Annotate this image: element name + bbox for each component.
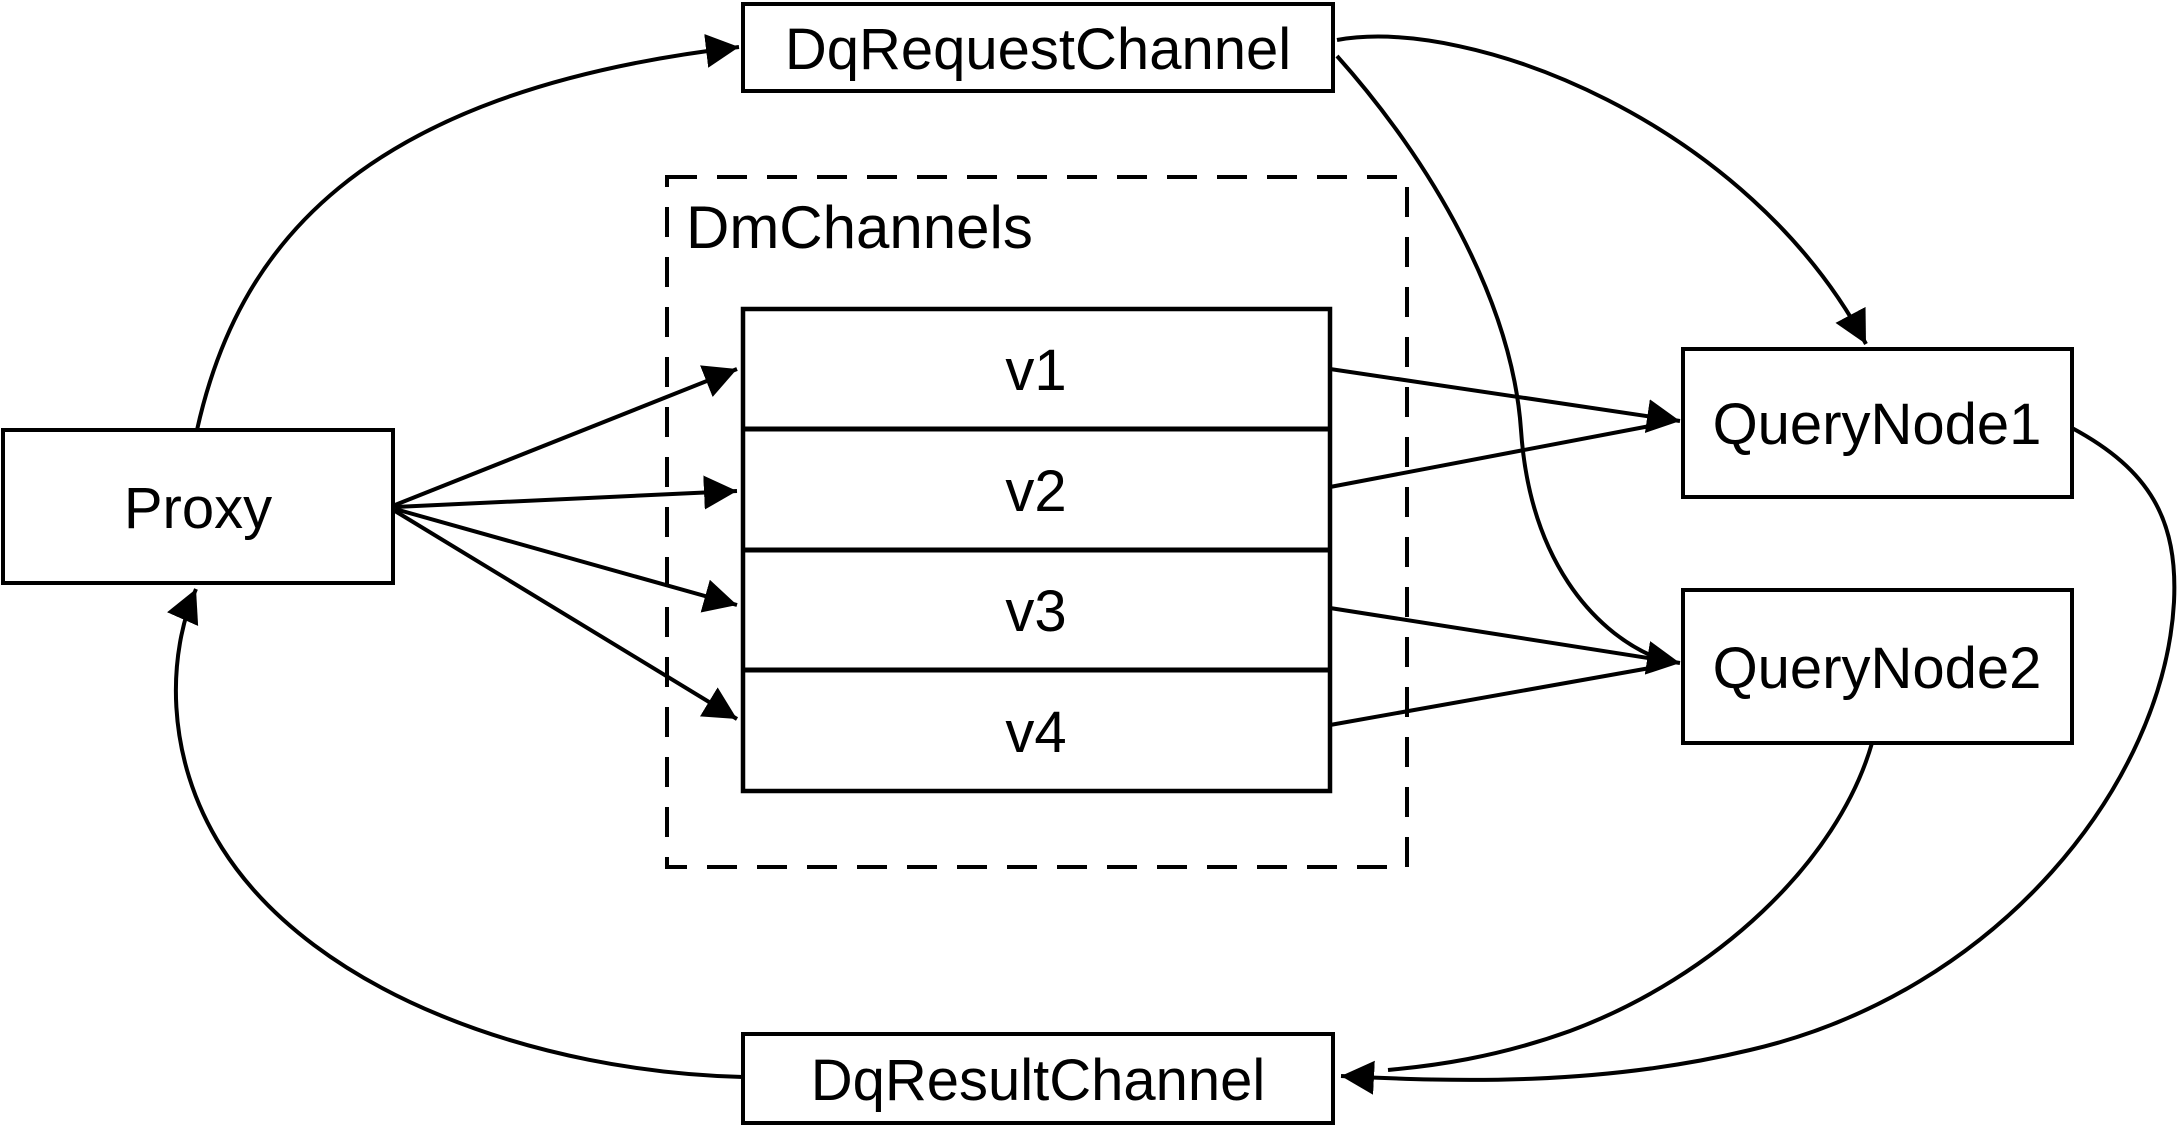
node-vchannel-stack: v1 v2 v3 v4: [740, 306, 1333, 794]
querynode1-box: [1681, 347, 2074, 499]
proxy-box: [1, 428, 395, 585]
edge-querynode2-to-dqresultchannel: [1387, 742, 1874, 1072]
v2-label: v2: [1005, 459, 1066, 524]
edge-v1-to-querynode1: [1329, 367, 1681, 433]
node-dqresultchannel: DqResultChannel: [741, 1032, 1335, 1125]
dqresultchannel-label: DqResultChannel: [811, 1048, 1266, 1113]
edge-querynode1-to-dqresultchannel: [1340, 426, 2177, 1095]
proxy-label: Proxy: [124, 476, 272, 541]
v3-label: v3: [1005, 579, 1066, 644]
dqrequestchannel-label: DqRequestChannel: [785, 17, 1291, 82]
edge-v3-to-querynode2: [1329, 606, 1681, 675]
querynode2-box: [1681, 588, 2074, 745]
edge-proxy-to-v4: [393, 509, 739, 721]
edge-proxy-to-v3: [394, 507, 738, 613]
dm-channels-label: DmChannels: [686, 194, 1033, 261]
dm-channels-group: DmChannels: [665, 175, 1409, 869]
v4-label: v4: [1005, 700, 1066, 765]
edge-dqrequestchannel-to-querynode2: [1335, 54, 1651, 657]
edge-proxy-to-v2: [394, 475, 738, 510]
edge-v2-to-querynode1: [1329, 424, 1651, 489]
node-proxy: Proxy: [1, 428, 395, 585]
dm-channels-border: [665, 175, 1409, 869]
querynode2-label: QueryNode2: [1713, 636, 2042, 701]
dqrequestchannel-box: [741, 2, 1335, 93]
edge-dqrequestchannel-to-querynode1: [1336, 34, 1868, 345]
edge-proxy-to-v1: [394, 365, 738, 507]
node-querynode2: QueryNode2: [1681, 588, 2074, 745]
querynode1-label: QueryNode1: [1713, 392, 2042, 457]
node-dqrequestchannel: DqRequestChannel: [741, 2, 1335, 93]
edge-dqresultchannel-to-proxy: [167, 588, 744, 1079]
edge-proxy-to-dqrequestchannel: [195, 33, 740, 431]
edge-layer: [167, 33, 2177, 1095]
edge-v4-to-querynode2: [1329, 666, 1651, 727]
node-querynode1: QueryNode1: [1681, 347, 2074, 499]
v1-label: v1: [1005, 338, 1066, 403]
dqresultchannel-box: [741, 1032, 1335, 1125]
